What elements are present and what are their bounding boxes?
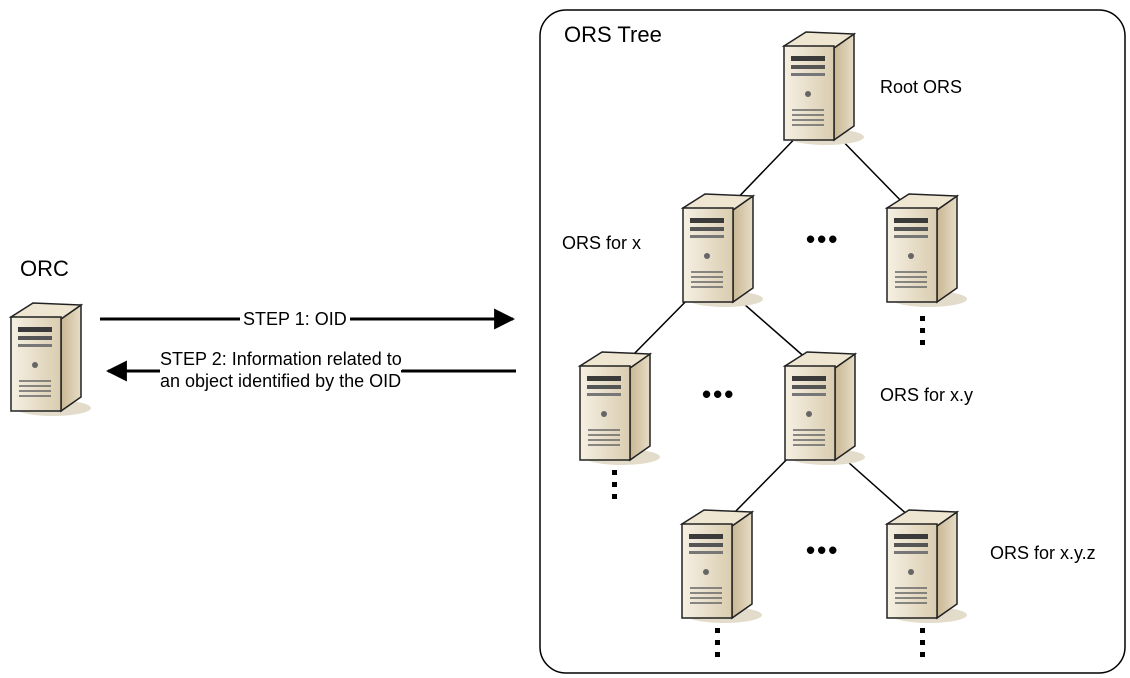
step1-label: STEP 1: OID	[240, 308, 350, 330]
ors-xy-left-server-icon	[681, 509, 763, 624]
step2-label-line1: STEP 2: Information related to	[160, 348, 402, 370]
vertical-ellipsis-bottom-left	[715, 628, 721, 664]
orc-server-icon	[10, 302, 92, 417]
ors-right-server-icon	[886, 193, 968, 308]
ors-x-server-icon	[682, 193, 764, 308]
ors-xyz-server-icon	[886, 509, 968, 624]
ellipsis-level1: •••	[806, 224, 840, 254]
root-ors-label: Root ORS	[880, 77, 963, 97]
ors-x-label: ORS for x	[562, 233, 642, 253]
root-ors-server-icon	[783, 31, 865, 146]
step2-label-line2: an object identified by the OID	[160, 370, 402, 392]
ors-left-server-icon	[579, 351, 661, 466]
ors-xy-server-icon	[784, 351, 866, 466]
ellipsis-level3: •••	[806, 535, 840, 565]
ors-tree-title: ORS Tree	[564, 22, 662, 47]
edge-root-x	[727, 127, 806, 209]
ors-xyz-label: ORS for x.y.z	[990, 543, 1096, 563]
vertical-ellipsis-left	[612, 470, 618, 506]
tree-edges	[627, 127, 911, 518]
ellipsis-level2: •••	[702, 379, 736, 409]
ors-tree-box	[539, 9, 1126, 674]
vertical-ellipsis-bottom-right	[920, 628, 926, 664]
orc-label: ORC	[20, 256, 69, 281]
ors-xy-label: ORS for x.y	[880, 385, 974, 405]
vertical-ellipsis-right	[920, 316, 926, 352]
